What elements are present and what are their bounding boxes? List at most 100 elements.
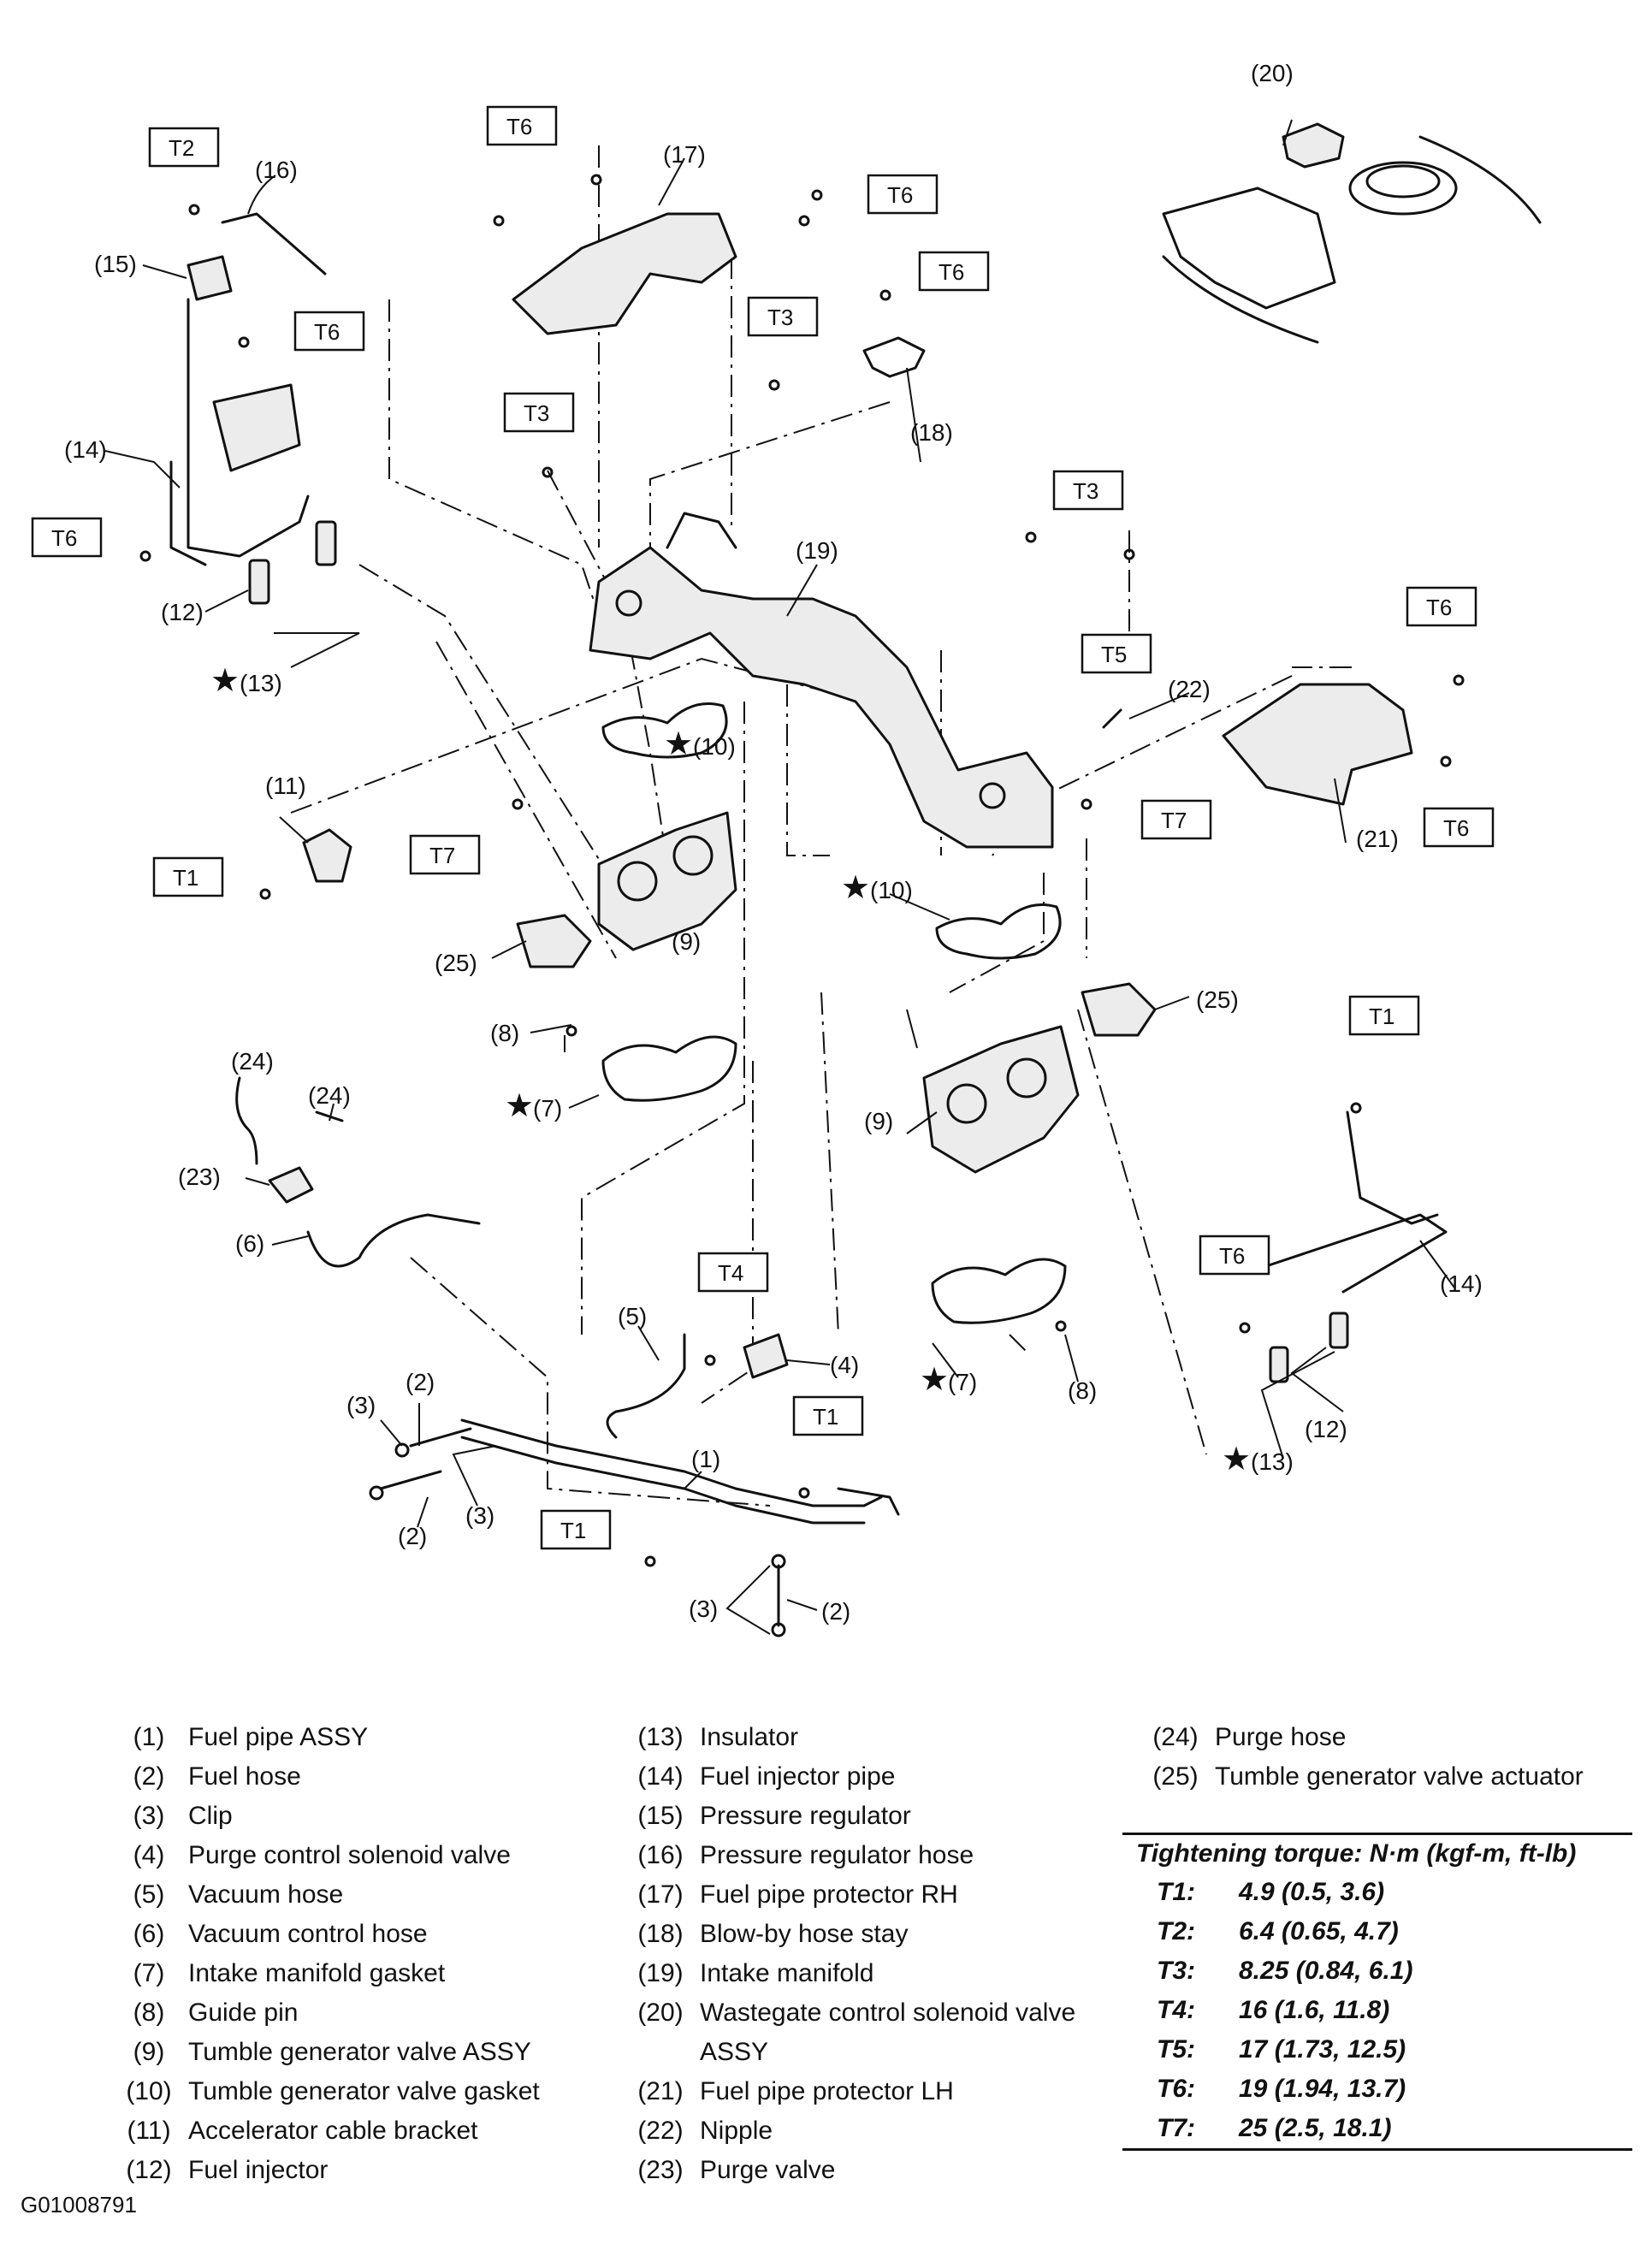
torque-tag-t6: T6 [1423,807,1495,848]
callout-19: (19) [796,537,838,564]
torque-value: 17 (1.73, 12.5) [1239,2035,1406,2064]
tgv-actuator-left [516,914,592,968]
callout-14: (14) [1440,1270,1483,1297]
fuel-pipe-assy [460,1418,883,1507]
legend-part-name: Vacuum control hose [188,1920,428,1948]
svg-text:T4: T4 [718,1260,743,1286]
clip-d [771,1622,786,1637]
legend-part-name: Fuel pipe protector LH [700,2077,954,2105]
callout-20: (20) [1251,60,1294,86]
callout-6: (6) [235,1230,264,1257]
torque-key: T4: [1157,1996,1195,2024]
callout-1: (1) [691,1446,720,1472]
svg-text:T1: T1 [1369,1004,1394,1029]
torque-value: 19 (1.94, 13.7) [1239,2075,1406,2103]
callout-7: (7) [948,1369,977,1395]
legend-number: (3) [133,1802,165,1830]
legend-part-name: Guide pin [188,1998,299,2027]
legend-part-name: ASSY [700,2038,769,2066]
callout-18: (18) [910,419,953,446]
torque-tag-t4: T4 [697,1252,769,1293]
legend-part-name: Intake manifold [700,1959,874,1987]
star-mark: ★ [841,870,870,906]
intake-manifold-gasket-left [601,1035,737,1102]
torque-tag-t2: T2 [148,127,220,168]
legend-number: (7) [133,1959,165,1987]
legend-item: (24)Purge hose [1136,1718,1649,1757]
legend-number: (13) [637,1723,684,1751]
torque-row: T5:17 (1.73, 12.5) [1122,2030,1632,2070]
legend-part-name: Accelerator cable bracket [188,2117,478,2145]
callout-2: (2) [398,1523,427,1549]
legend-part-name: Blow-by hose stay [700,1920,909,1948]
callout-14: (14) [64,436,107,463]
legend-item: (18) Blow-by hose stay [621,1915,1134,1954]
torque-key: T2: [1157,1917,1195,1945]
legend-number: (18) [637,1920,684,1948]
callout-5: (5) [618,1303,647,1329]
clip-b [369,1485,384,1501]
exploded-parts-diagram: (1) (2) (2) (2) (3) (3) (3) (4) (5) (6) … [31,60,1542,1637]
torque-tag-t1: T1 [540,1509,612,1550]
svg-text:T6: T6 [1443,815,1469,841]
legend-item: (16)Pressure regulator hose [621,1836,1134,1875]
svg-text:T7: T7 [1161,808,1187,833]
nipple [1102,708,1122,729]
torque-tag-t6: T6 [1199,1235,1270,1276]
torque-value: 16 (1.6, 11.8) [1239,1996,1390,2024]
fuel-injector-right-a [1269,1346,1289,1383]
torque-row: T1: 4.9 (0.5, 3.6) [1122,1873,1632,1912]
legend-item: (2)Fuel hose [110,1757,623,1797]
tgv-gasket-upper [601,702,728,759]
fuel-injector-pipe-right [1346,1110,1439,1225]
fuel-injector-left-a [248,559,270,605]
legend-item: (10)Tumble generator valve gasket [110,2072,623,2111]
legend-number: (11) [127,2117,171,2145]
torque-value: 4.9 (0.5, 3.6) [1239,1878,1385,1906]
legend-item: ASSY [621,2033,1134,2072]
torque-tags: T2 T6 T6 T6 T6 T6 T3 T3 T3 T6 T5 T6 T7 T… [31,105,1495,1550]
svg-text:T3: T3 [767,305,793,330]
callout-24: (24) [231,1048,274,1075]
legend-part-name: Nipple [700,2117,773,2145]
torque-tag-t6: T6 [486,105,558,146]
torque-key: T1: [1157,1878,1195,1906]
clip-a [394,1442,410,1458]
callout-12: (12) [1305,1416,1347,1442]
legend-number: (16) [637,1841,684,1869]
callout-3: (3) [346,1392,376,1418]
accelerator-cable-bracket [302,828,352,883]
torque-value: 8.25 (0.84, 6.1) [1239,1957,1413,1985]
clip-c [771,1554,786,1569]
torque-row: T2:6.4 (0.65, 4.7) [1122,1912,1632,1951]
legend-part-name: Purge hose [1215,1723,1347,1751]
callout-4: (4) [830,1352,859,1378]
svg-text:T1: T1 [173,865,198,891]
torque-tag-t3: T3 [1052,470,1124,511]
leader-lines [104,119,1455,1635]
purge-control-solenoid-valve [743,1333,789,1379]
blow-by-hose-stay [862,336,926,378]
legend-item: (1)Fuel pipe ASSY [110,1718,623,1757]
legend-item: (3) Clip [110,1797,623,1836]
callout-16: (16) [255,157,298,183]
torque-tag-t6: T6 [1406,586,1477,627]
tumble-generator-valve-left [597,811,737,951]
legend-item: (14)Fuel injector pipe [621,1757,1134,1797]
callout-2: (2) [821,1598,850,1625]
torque-key: T3: [1157,1957,1195,1985]
intake-manifold [589,546,1054,849]
legend-part-name: Tumble generator valve gasket [188,2077,540,2105]
vacuum-control-hose [306,1213,481,1268]
torque-value: 25 (2.5, 18.1) [1239,2114,1392,2142]
svg-text:T6: T6 [1219,1243,1245,1269]
legend-number: (1) [133,1723,165,1751]
fuel-hose-upper [409,1427,472,1448]
callout-9: (9) [864,1108,893,1134]
torque-tag-t3: T3 [747,296,819,337]
torque-tag-t1: T1 [1348,995,1420,1036]
legend-part-name: Clip [188,1802,233,1830]
legend-part-name: Fuel pipe protector RH [700,1880,958,1909]
legend-part-name: Wastegate control solenoid valve [700,1998,1076,2027]
legend-item: (23)Purge valve [621,2151,1134,2190]
